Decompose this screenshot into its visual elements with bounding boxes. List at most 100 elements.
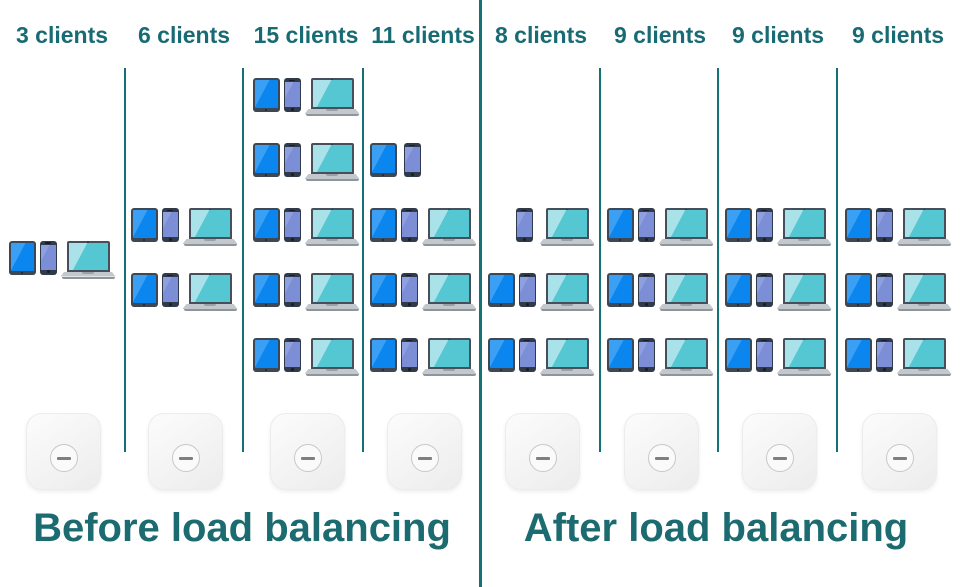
laptop-icon (421, 338, 477, 377)
phone-icon (283, 273, 301, 307)
laptop-panel (310, 208, 354, 239)
laptop-camera (331, 208, 333, 211)
tablet-icon (844, 273, 872, 307)
laptop-icon (421, 273, 477, 312)
column-divider-line (124, 68, 126, 452)
phone-speaker (409, 144, 415, 146)
laptop-screen (312, 340, 352, 367)
phone-speaker (45, 242, 51, 244)
laptop-icon (776, 273, 832, 312)
phone-icon (875, 208, 893, 242)
laptop-panel (902, 208, 946, 239)
laptop-base (776, 239, 832, 244)
laptop-panel (782, 208, 826, 239)
phone-icon (400, 273, 418, 307)
tablet-icon (252, 273, 280, 307)
access-point-ring (294, 444, 322, 472)
laptop-base-lip (183, 244, 237, 246)
laptop-base-notch (918, 304, 930, 306)
laptop-base (182, 304, 238, 309)
laptop-panel (902, 338, 946, 369)
laptop-base-lip (540, 309, 594, 311)
tablet-home-button (857, 239, 859, 241)
column-divider-line (717, 68, 719, 452)
phone-icon (161, 208, 179, 242)
laptop-base-lip (422, 309, 476, 311)
phone-speaker (167, 274, 173, 276)
laptop-base-notch (326, 239, 338, 241)
phone-home-button (168, 237, 172, 241)
client-device-group (369, 208, 477, 248)
phone-home-button (407, 367, 411, 371)
laptop-panel (427, 208, 471, 239)
tablet-home-button (500, 369, 502, 371)
laptop-camera (923, 338, 925, 341)
phone-speaker (881, 274, 887, 276)
phone-home-button (644, 237, 648, 241)
laptop-camera (209, 273, 211, 276)
client-device-group (252, 208, 360, 248)
tablet-home-button (500, 304, 502, 306)
tablet-home-button (143, 239, 145, 241)
laptop-base-lip (659, 309, 713, 311)
laptop-base-lip (897, 374, 951, 376)
laptop-camera (803, 273, 805, 276)
phone-icon (283, 78, 301, 112)
phone-icon (403, 143, 421, 177)
laptop-icon (658, 338, 714, 377)
phone-screen (519, 342, 535, 367)
client-device-group (252, 273, 360, 313)
client-device-group (844, 338, 952, 378)
laptop-base-notch (680, 369, 692, 371)
access-point-logo (773, 456, 787, 460)
laptop-camera (923, 208, 925, 211)
phone-speaker (289, 79, 295, 81)
laptop-panel (902, 273, 946, 304)
tablet-screen (132, 210, 156, 238)
laptop-base-lip (422, 374, 476, 376)
access-point-ring (50, 444, 78, 472)
laptop-camera (448, 273, 450, 276)
access-point-logo (57, 456, 71, 460)
laptop-base-notch (204, 239, 216, 241)
laptop-base-notch (82, 271, 94, 274)
laptop-screen (68, 242, 108, 270)
tablet-screen (726, 275, 750, 303)
access-point-icon (741, 413, 817, 490)
tablet-home-button (382, 174, 384, 176)
access-point-icon (386, 413, 462, 490)
tablet-screen (371, 145, 395, 173)
client-count-label: 15 clients (253, 22, 359, 48)
phone-icon (400, 338, 418, 372)
phone-home-button (525, 302, 529, 306)
tablet-icon (252, 78, 280, 112)
tablet-icon (724, 338, 752, 372)
phone-speaker (524, 339, 530, 341)
laptop-base-notch (204, 304, 216, 306)
tablet-screen (489, 340, 513, 368)
laptop-base (896, 369, 952, 374)
laptop-base-notch (561, 239, 573, 241)
tablet-screen (371, 275, 395, 303)
phone-icon (283, 208, 301, 242)
laptop-base (658, 369, 714, 374)
client-count-label: 9 clients (731, 22, 825, 48)
tablet-screen (489, 275, 513, 303)
access-point-ring (529, 444, 557, 472)
phone-home-button (762, 302, 766, 306)
laptop-base-lip (777, 244, 831, 246)
tablet-screen (254, 80, 278, 108)
client-device-group (844, 208, 952, 248)
phone-home-button (644, 367, 648, 371)
phone-icon (518, 273, 536, 307)
tablet-home-button (21, 271, 23, 274)
phone-screen (756, 277, 772, 302)
laptop-panel (664, 338, 708, 369)
phone-speaker (521, 209, 527, 211)
laptop-camera (331, 78, 333, 81)
laptop-screen (666, 275, 706, 302)
tablet-home-button (265, 174, 267, 176)
phone-icon (39, 240, 57, 275)
laptop-base (776, 369, 832, 374)
column-divider-line (242, 68, 244, 452)
